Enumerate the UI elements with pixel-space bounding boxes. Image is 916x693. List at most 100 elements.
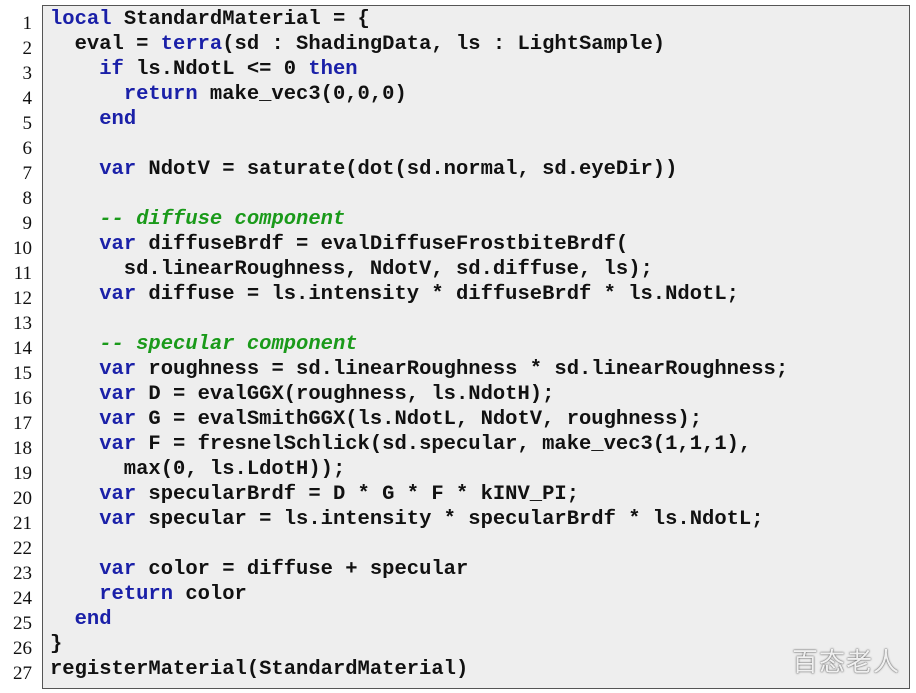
keyword-token: end bbox=[74, 608, 112, 631]
line-number: 16 bbox=[13, 388, 32, 409]
code-line: return make_vec3(0,0,0) bbox=[50, 82, 407, 107]
code-token bbox=[50, 58, 99, 81]
code-line: eval = terra(sd : ShadingData, ls : Ligh… bbox=[50, 32, 666, 57]
code-line: if ls.NdotL <= 0 then bbox=[50, 57, 358, 82]
code-line: var diffuseBrdf = evalDiffuseFrostbiteBr… bbox=[50, 232, 628, 257]
line-number: 19 bbox=[13, 463, 32, 484]
keyword-token: var bbox=[99, 558, 137, 581]
watermark: 百态老人 bbox=[791, 648, 900, 678]
code-line: } bbox=[50, 632, 62, 657]
code-token bbox=[50, 83, 124, 106]
keyword-token: var bbox=[99, 283, 137, 306]
keyword-token: then bbox=[308, 58, 358, 81]
line-number: 3 bbox=[22, 63, 33, 84]
code-token bbox=[50, 333, 99, 356]
code-token: diffuse = ls.intensity * diffuseBrdf * l… bbox=[136, 283, 739, 306]
code-token bbox=[50, 483, 99, 506]
keyword-token: var bbox=[99, 358, 137, 381]
line-number: 7 bbox=[22, 163, 33, 184]
line-number: 27 bbox=[13, 663, 32, 684]
keyword-token: var bbox=[99, 483, 137, 506]
keyword-token: var bbox=[99, 233, 137, 256]
line-number: 4 bbox=[22, 88, 33, 109]
code-line: registerMaterial(StandardMaterial) bbox=[50, 657, 468, 682]
code-token bbox=[50, 108, 99, 131]
code-line: -- diffuse component bbox=[50, 207, 345, 232]
line-number: 15 bbox=[13, 363, 32, 384]
keyword-token: var bbox=[99, 433, 137, 456]
code-token bbox=[50, 508, 99, 531]
line-number: 13 bbox=[13, 313, 32, 334]
code-token bbox=[50, 433, 99, 456]
line-number: 8 bbox=[22, 188, 33, 209]
line-number: 22 bbox=[13, 538, 32, 559]
code-token bbox=[50, 233, 99, 256]
code-token: ls.NdotL <= 0 bbox=[123, 58, 309, 81]
line-number: 6 bbox=[22, 138, 33, 159]
code-token: } bbox=[50, 633, 63, 656]
code-token bbox=[50, 583, 99, 606]
code-token: specularBrdf = D * G * F * kINV_PI; bbox=[136, 483, 579, 506]
line-number: 23 bbox=[13, 563, 32, 584]
line-number: 1 bbox=[22, 13, 33, 34]
code-line: var specularBrdf = D * G * F * kINV_PI; bbox=[50, 482, 579, 507]
code-line: var diffuse = ls.intensity * diffuseBrdf… bbox=[50, 282, 739, 307]
code-token: eval = bbox=[50, 33, 161, 56]
code-block: local StandardMaterial = { eval = terra(… bbox=[42, 5, 910, 689]
code-line: var roughness = sd.linearRoughness * sd.… bbox=[50, 357, 788, 382]
code-line: var NdotV = saturate(dot(sd.normal, sd.e… bbox=[50, 157, 677, 182]
line-number: 9 bbox=[22, 213, 33, 234]
line-number: 2 bbox=[22, 38, 33, 59]
code-line: -- specular component bbox=[50, 332, 358, 357]
code-token bbox=[50, 408, 99, 431]
code-token bbox=[50, 383, 99, 406]
code-token: specular = ls.intensity * specularBrdf *… bbox=[136, 508, 764, 531]
comment-token: -- specular component bbox=[99, 333, 358, 356]
line-number: 25 bbox=[13, 613, 32, 634]
keyword-token: end bbox=[99, 108, 137, 131]
line-number: 24 bbox=[13, 588, 32, 609]
code-token: StandardMaterial = { bbox=[111, 8, 370, 31]
line-number: 21 bbox=[13, 513, 32, 534]
keyword-token: var bbox=[99, 508, 137, 531]
line-number: 5 bbox=[22, 113, 33, 134]
keyword-token: return bbox=[99, 583, 174, 606]
keyword-token: var bbox=[99, 158, 137, 181]
code-token bbox=[50, 158, 99, 181]
code-line: end bbox=[50, 607, 112, 632]
code-token bbox=[50, 558, 99, 581]
code-token: (sd : ShadingData, ls : LightSample) bbox=[222, 33, 666, 56]
code-line: end bbox=[50, 107, 136, 132]
line-number: 26 bbox=[13, 638, 32, 659]
line-number: 10 bbox=[13, 238, 32, 259]
code-line: var color = diffuse + specular bbox=[50, 557, 468, 582]
code-token bbox=[50, 208, 99, 231]
keyword-token: terra bbox=[160, 33, 223, 56]
code-token: diffuseBrdf = evalDiffuseFrostbiteBrdf( bbox=[136, 233, 629, 256]
code-token: max(0, ls.LdotH)); bbox=[50, 458, 346, 481]
comment-token: -- diffuse component bbox=[99, 208, 346, 231]
code-token: sd.linearRoughness, NdotV, sd.diffuse, l… bbox=[50, 258, 653, 281]
code-line: var D = evalGGX(roughness, ls.NdotH); bbox=[50, 382, 554, 407]
code-token: F = fresnelSchlick(sd.specular, make_vec… bbox=[136, 433, 752, 456]
code-token bbox=[50, 358, 99, 381]
code-token bbox=[50, 283, 99, 306]
code-token: color bbox=[173, 583, 247, 606]
line-number: 12 bbox=[13, 288, 32, 309]
code-token: G = evalSmithGGX(ls.NdotL, NdotV, roughn… bbox=[136, 408, 703, 431]
line-number: 14 bbox=[13, 338, 32, 359]
keyword-token: return bbox=[123, 83, 198, 106]
line-number: 20 bbox=[13, 488, 32, 509]
code-token: registerMaterial(StandardMaterial) bbox=[50, 658, 469, 681]
code-line: sd.linearRoughness, NdotV, sd.diffuse, l… bbox=[50, 257, 653, 282]
code-line: max(0, ls.LdotH)); bbox=[50, 457, 345, 482]
code-token: NdotV = saturate(dot(sd.normal, sd.eyeDi… bbox=[136, 158, 678, 181]
code-token: D = evalGGX(roughness, ls.NdotH); bbox=[136, 383, 555, 406]
keyword-token: if bbox=[99, 58, 124, 81]
line-number: 11 bbox=[13, 263, 32, 284]
line-number: 17 bbox=[13, 413, 32, 434]
keyword-token: local bbox=[50, 8, 112, 31]
code-line: var specular = ls.intensity * specularBr… bbox=[50, 507, 764, 532]
